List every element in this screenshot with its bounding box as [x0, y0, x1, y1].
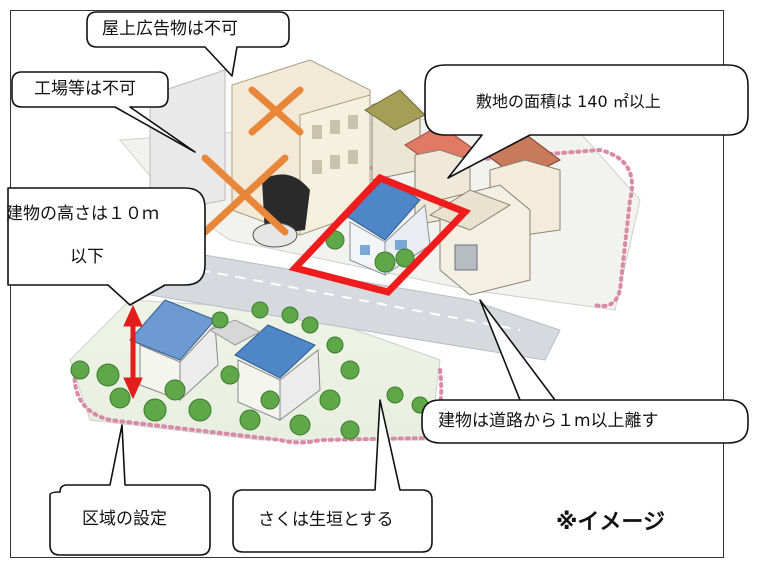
- image-note: ※イメージ: [556, 510, 665, 535]
- callout-factory-text: 工場等は不可: [34, 79, 136, 99]
- callout-setback-text: 建物は道路から１m以上離す: [438, 411, 659, 431]
- callout-rooftop-ads-text: 屋上広告物は不可: [102, 19, 238, 39]
- height-arrow: [123, 304, 143, 400]
- callout-hedge-text: さくは生垣とする: [258, 510, 394, 530]
- callout-factory-bubble: [11, 71, 196, 153]
- forbidden-x-marks: [201, 86, 304, 236]
- callout-height-text-line1: 建物の高さは１０ｍ: [6, 204, 159, 224]
- callout-height-bubble: [7, 187, 206, 306]
- callout-site-area-text: 敷地の面積は 140 ㎡以上: [476, 92, 661, 111]
- site-outline: [288, 173, 472, 296]
- callout-site-area-bubble: [424, 64, 749, 179]
- callout-rooftop-bubble: [86, 11, 290, 77]
- callout-district-bubble: [49, 424, 211, 556]
- background-buildings: [149, 59, 371, 248]
- callout-height-text-line2: 以下: [70, 247, 104, 267]
- callout-setback-bubble: [421, 299, 749, 444]
- callout-district-text: 区域の設定: [82, 509, 167, 529]
- callout-hedge-bubble: [232, 399, 433, 553]
- trees: [70, 230, 429, 440]
